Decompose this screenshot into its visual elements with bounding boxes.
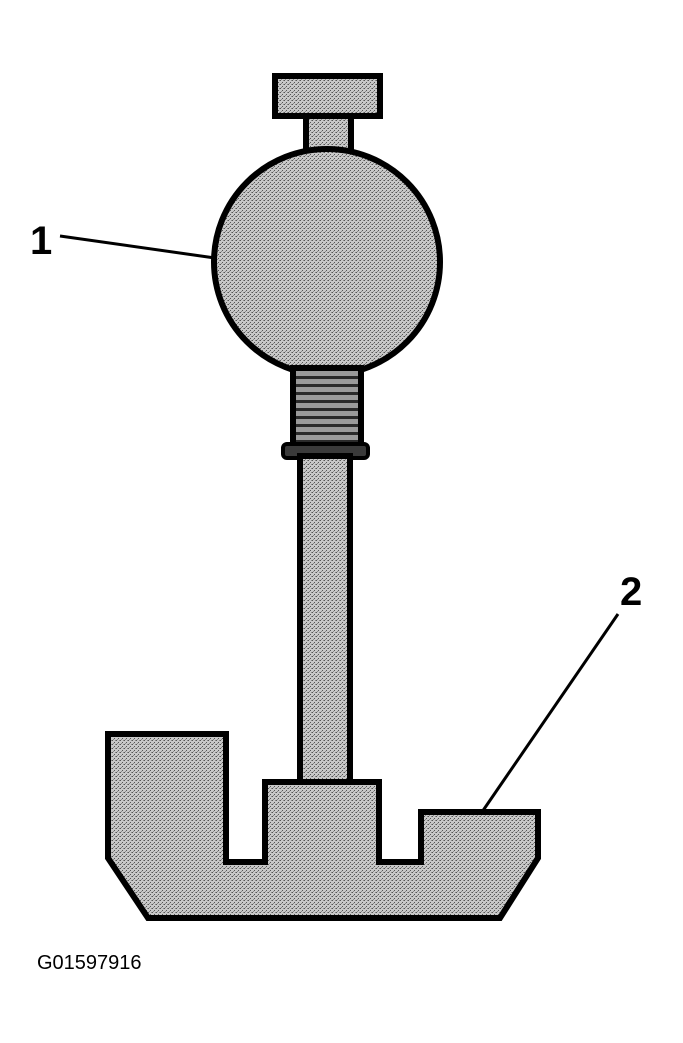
figure-code: G01597916 — [37, 952, 142, 974]
leader-line-2 — [480, 613, 620, 813]
threaded-section — [290, 365, 364, 451]
ball-handle — [211, 146, 443, 378]
callout-label-2: 2 — [620, 570, 642, 614]
leader-line-1 — [59, 234, 216, 260]
base-fixture — [105, 731, 541, 921]
shaft — [297, 453, 353, 789]
knob-cap — [272, 73, 383, 119]
callout-label-1: 1 — [30, 219, 52, 263]
